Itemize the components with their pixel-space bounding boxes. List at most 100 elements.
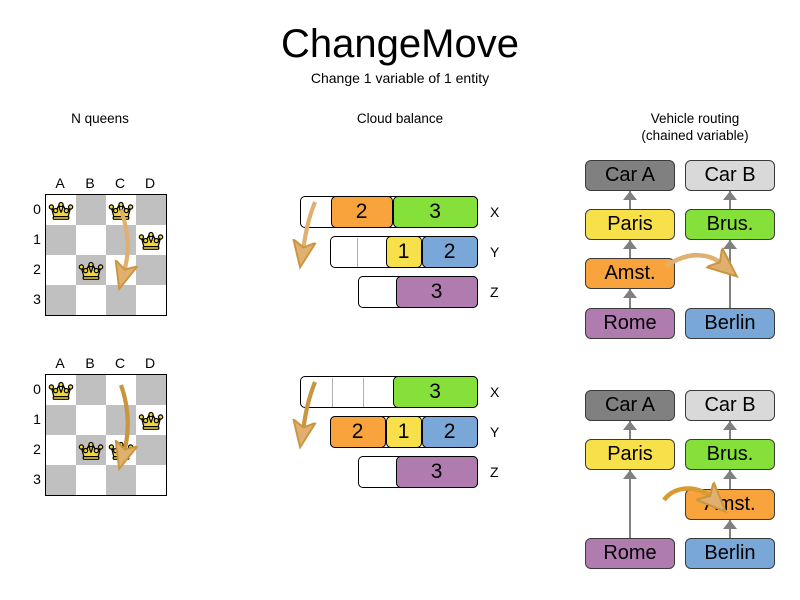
route-link-arrowhead: [723, 191, 737, 200]
cloud-process-3[interactable]: 3: [395, 455, 478, 488]
column-label-b: B: [85, 175, 95, 191]
route-link-line: [628, 240, 632, 258]
route-link-line: [728, 421, 732, 439]
route-node-car-b[interactable]: Car B: [685, 160, 775, 191]
board-cell-b0[interactable]: [76, 375, 106, 405]
cloud-process-3[interactable]: 3: [395, 275, 478, 308]
route-link-arrowhead: [623, 191, 637, 200]
board-cell-a3[interactable]: [46, 285, 76, 315]
cloud-process-3[interactable]: 3: [392, 375, 478, 408]
board-cell-b1[interactable]: [76, 405, 106, 435]
row-label-0: 0: [33, 381, 41, 397]
cloud-label-y: Y: [490, 424, 500, 440]
route-link-arrowhead: [723, 520, 737, 529]
route-link-line: [728, 240, 732, 339]
row-label-3: 3: [33, 291, 41, 307]
board-cell-a2[interactable]: [46, 255, 76, 285]
column-label-a: A: [55, 175, 65, 191]
cloud-process-2[interactable]: 2: [329, 415, 386, 448]
board-cell-d0[interactable]: [136, 375, 166, 405]
cloud-process-2[interactable]: 2: [421, 235, 478, 268]
route-node-rome[interactable]: Rome: [585, 538, 675, 569]
column-label-d: D: [144, 355, 156, 371]
route-link-line: [728, 470, 732, 489]
route-link-arrowhead: [623, 421, 637, 430]
board-cell-d2[interactable]: [136, 435, 166, 465]
route-node-brus[interactable]: Brus.: [685, 209, 775, 240]
board-row-labels: 0 1 2 3: [30, 194, 44, 314]
route-link-arrowhead: [723, 421, 737, 430]
cloud-process-1[interactable]: 1: [385, 235, 422, 268]
board-cell-b3[interactable]: [76, 285, 106, 315]
cloud-divider: [363, 378, 364, 407]
column-label-c: C: [114, 175, 126, 191]
cloud-process-1[interactable]: 1: [385, 415, 422, 448]
row-label-0: 0: [33, 201, 41, 217]
board-cell-a3[interactable]: [46, 465, 76, 495]
route-node-rome[interactable]: Rome: [585, 308, 675, 339]
cloud-label-z: Z: [490, 464, 499, 480]
route-link-arrowhead: [623, 240, 637, 249]
cloud-divider: [332, 378, 333, 407]
route-node-berlin[interactable]: Berlin: [685, 538, 775, 569]
column-label-a: A: [55, 355, 65, 371]
board-cell-a2[interactable]: [46, 435, 76, 465]
cloud-process-3[interactable]: 3: [392, 195, 478, 228]
section-header-cloud-balance: Cloud balance: [356, 111, 444, 126]
cloud-divider: [357, 238, 358, 267]
route-node-paris[interactable]: Paris: [585, 209, 675, 240]
row-label-1: 1: [33, 231, 41, 247]
board-cell-a1[interactable]: [46, 225, 76, 255]
board-cell-b0[interactable]: [76, 195, 106, 225]
cloud-process-2[interactable]: 2: [330, 195, 393, 228]
column-label-c: C: [114, 355, 126, 371]
route-link-arrowhead: [723, 240, 737, 249]
cloud-label-x: X: [490, 384, 500, 400]
board-cell-d3[interactable]: [136, 465, 166, 495]
row-label-2: 2: [33, 261, 41, 277]
route-link-line: [728, 520, 732, 538]
route-node-car-a[interactable]: Car A: [585, 160, 675, 191]
route-link-line: [628, 289, 632, 308]
route-node-berlin[interactable]: Berlin: [685, 308, 775, 339]
page-title: ChangeMove: [281, 22, 519, 66]
route-node-amst[interactable]: Amst.: [585, 258, 675, 289]
board-cell-b3[interactable]: [76, 465, 106, 495]
route-link-line: [628, 191, 632, 209]
section-header-vrp-line2: (chained variable): [641, 128, 749, 143]
route-node-amst[interactable]: Amst.: [685, 489, 775, 520]
route-link-arrowhead: [623, 289, 637, 298]
board-cell-d0[interactable]: [136, 195, 166, 225]
section-header-vehicle-routing: Vehicle routing (chained variable): [600, 110, 790, 144]
row-label-2: 2: [33, 441, 41, 457]
board-cell-d3[interactable]: [136, 285, 166, 315]
route-link-arrowhead: [623, 470, 637, 479]
route-node-car-b[interactable]: Car B: [685, 390, 775, 421]
section-header-nqueens: N queens: [71, 111, 129, 126]
board-cell-a1[interactable]: [46, 405, 76, 435]
board-cell-d2[interactable]: [136, 255, 166, 285]
row-label-3: 3: [33, 471, 41, 487]
cloud-process-2[interactable]: 2: [421, 415, 478, 448]
route-node-brus[interactable]: Brus.: [685, 439, 775, 470]
route-node-paris[interactable]: Paris: [585, 439, 675, 470]
route-node-car-a[interactable]: Car A: [585, 390, 675, 421]
column-label-d: D: [144, 175, 156, 191]
cloud-computer-z[interactable]: 3: [358, 275, 478, 308]
cloud-computer-z[interactable]: 3: [358, 455, 478, 488]
route-link-line: [628, 470, 632, 538]
cloud-computer-x[interactable]: 3: [300, 375, 478, 408]
board-cell-b1[interactable]: [76, 225, 106, 255]
cloud-label-z: Z: [490, 284, 499, 300]
page-subtitle: Change 1 variable of 1 entity: [310, 70, 490, 86]
